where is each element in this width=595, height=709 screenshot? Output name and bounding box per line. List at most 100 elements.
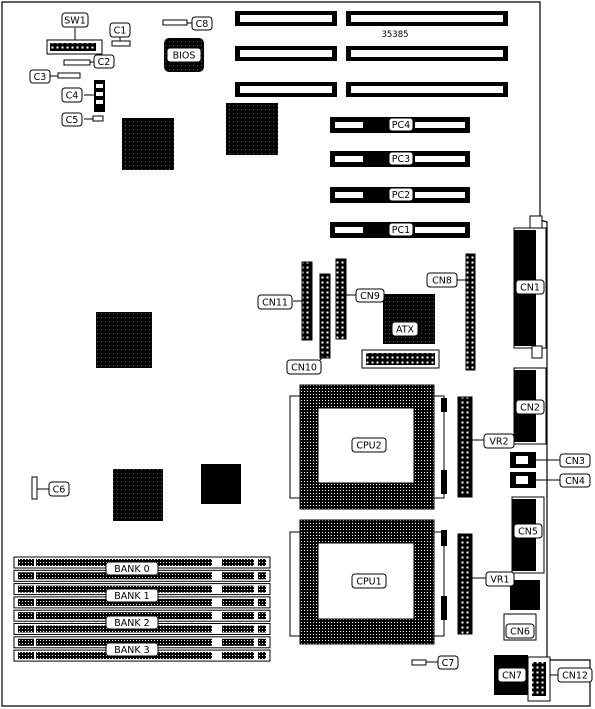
- memory-slot-contacts: [18, 612, 34, 620]
- c2-label: C2: [93, 54, 115, 69]
- pc4-label-box: [388, 117, 414, 132]
- cn9-header: [335, 258, 347, 340]
- c5-component: [92, 115, 104, 122]
- cpu2-label-box: [351, 437, 387, 453]
- cn9-label-box: [355, 288, 385, 303]
- cn2-label-text: CN2: [520, 403, 540, 414]
- c7-label-box: [437, 655, 459, 670]
- vr1-label-box: [485, 571, 515, 587]
- c6-component: [31, 476, 38, 500]
- c3-label-text: C3: [34, 72, 47, 83]
- vr1-label-text: VR1: [490, 575, 509, 586]
- cpu2-label: CPU2: [351, 437, 387, 453]
- cpu1-label: CPU1: [351, 573, 387, 589]
- c8-label: C8: [191, 16, 213, 31]
- memory-slot-contacts: [18, 652, 34, 660]
- vr2-label: VR2: [483, 433, 515, 449]
- c1-component: [111, 40, 131, 47]
- memory-slot-contacts: [36, 638, 212, 646]
- c1-label-text: C1: [114, 26, 127, 37]
- memory-slot-contacts: [222, 638, 254, 646]
- vr1-label: VR1: [485, 571, 515, 587]
- cn5-label-text: CN5: [518, 527, 538, 538]
- memory-slot-contacts: [18, 585, 34, 593]
- c4-label: C4: [61, 87, 83, 103]
- chipset-2: [226, 103, 278, 155]
- c7-component: [411, 659, 427, 666]
- cpu1-label-text: CPU1: [356, 577, 381, 588]
- atx-label-text: ATX: [396, 325, 415, 336]
- pc1-label-text: PC1: [392, 225, 410, 236]
- cn8-label: CN8: [426, 272, 458, 288]
- memory-slot-contacts: [258, 585, 266, 593]
- cn6-label: CN6: [505, 623, 535, 639]
- cn9-label: CN9: [355, 288, 385, 303]
- bank3-label-box: [105, 642, 159, 657]
- cpu1-label-box: [351, 573, 387, 589]
- cn5-base: [510, 580, 540, 610]
- memory-slot-contacts: [18, 625, 34, 633]
- cn4-label-box: [559, 473, 591, 488]
- cn8-label-box: [426, 272, 458, 288]
- pc2-label-text: PC2: [392, 190, 410, 201]
- cpu2-label-text: CPU2: [356, 441, 381, 452]
- bios-label-box: [166, 47, 202, 63]
- cn11-label-text: CN11: [262, 298, 288, 309]
- cn11-label-box: [257, 294, 293, 310]
- cn1-label: CN1: [515, 279, 545, 295]
- isa-slots: [235, 11, 508, 97]
- cn4-label: CN4: [559, 473, 591, 488]
- part-number: 35385: [381, 30, 408, 40]
- cn3-label-text: CN3: [565, 456, 585, 467]
- memory-slot-contacts: [258, 638, 266, 646]
- chipset-3: [96, 312, 152, 368]
- sw1-label: SW1: [61, 12, 89, 28]
- memory-slot-contacts: [258, 625, 266, 633]
- cn9-label-text: CN9: [360, 291, 380, 302]
- c3-label-box: [29, 69, 51, 84]
- memory-slot-contacts: [18, 559, 34, 566]
- c3-label: C3: [29, 69, 51, 84]
- vr1-header: [457, 533, 473, 635]
- memory-slot-contacts: [258, 559, 266, 566]
- c5-label-box: [61, 112, 83, 127]
- cn5-label-box: [513, 523, 543, 539]
- memory-slot-contacts: [222, 598, 254, 606]
- bank1-label-box: [105, 588, 159, 603]
- c2-component: [63, 59, 91, 66]
- c4-label-text: C4: [66, 91, 79, 102]
- pc4-label-text: PC4: [392, 120, 410, 131]
- atx-label: ATX: [391, 321, 419, 337]
- c7-label-text: C7: [442, 658, 455, 669]
- pc2-label: PC2: [388, 187, 414, 202]
- bank2-label-text: BANK 2: [114, 618, 149, 629]
- cn8-header: [465, 253, 476, 371]
- cn7-label-box: [497, 667, 527, 683]
- pc1-label: PC1: [388, 222, 414, 237]
- memory-slot-contacts: [222, 572, 254, 580]
- cn10-label-text: CN10: [291, 363, 317, 374]
- pc4-label: PC4: [388, 117, 414, 132]
- cn3-label: CN3: [559, 453, 591, 468]
- memory-slot-contacts: [18, 598, 34, 606]
- bank2-label-box: [105, 615, 159, 630]
- bank1-label-text: BANK 1: [114, 591, 149, 602]
- bank3-label-text: BANK 3: [114, 645, 149, 656]
- cn7-label: CN7: [497, 667, 527, 683]
- pc3-label: PC3: [388, 151, 414, 166]
- cn4-label-text: CN4: [565, 476, 585, 487]
- cn5-label: CN5: [513, 523, 543, 539]
- sw1-label-text: SW1: [64, 16, 85, 27]
- cn6-label-text: CN6: [510, 627, 530, 638]
- cn1-label-text: CN1: [520, 283, 540, 294]
- chipset-1: [122, 118, 174, 170]
- c7-label: C7: [437, 655, 459, 670]
- c2-label-box: [93, 54, 115, 69]
- component-labels: SW1C1C2C3C4C5C8BIOSPC4PC3PC2PC1CN11CN10C…: [29, 12, 593, 683]
- cn2-label: CN2: [515, 399, 545, 415]
- bios-label-text: BIOS: [173, 51, 196, 62]
- cn1-label-box: [515, 279, 545, 295]
- memory-slot-contacts: [222, 612, 254, 620]
